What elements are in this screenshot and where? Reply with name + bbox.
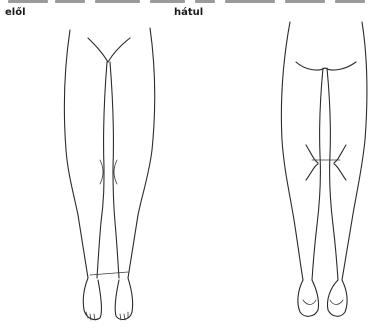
back-left-heel	[303, 300, 316, 305]
back-right-foot	[327, 280, 347, 316]
back-inner-left-line	[312, 68, 323, 280]
back-right-heel	[330, 300, 343, 305]
back-right-leg-outline	[342, 22, 367, 280]
back-gluteal-fold	[296, 62, 356, 70]
back-left-foot	[298, 280, 319, 316]
back-left-leg-outline	[281, 22, 303, 280]
back-knee-left-crease	[306, 145, 318, 180]
back-knee-right-crease	[334, 145, 346, 180]
back-inner-right-line	[327, 68, 338, 280]
